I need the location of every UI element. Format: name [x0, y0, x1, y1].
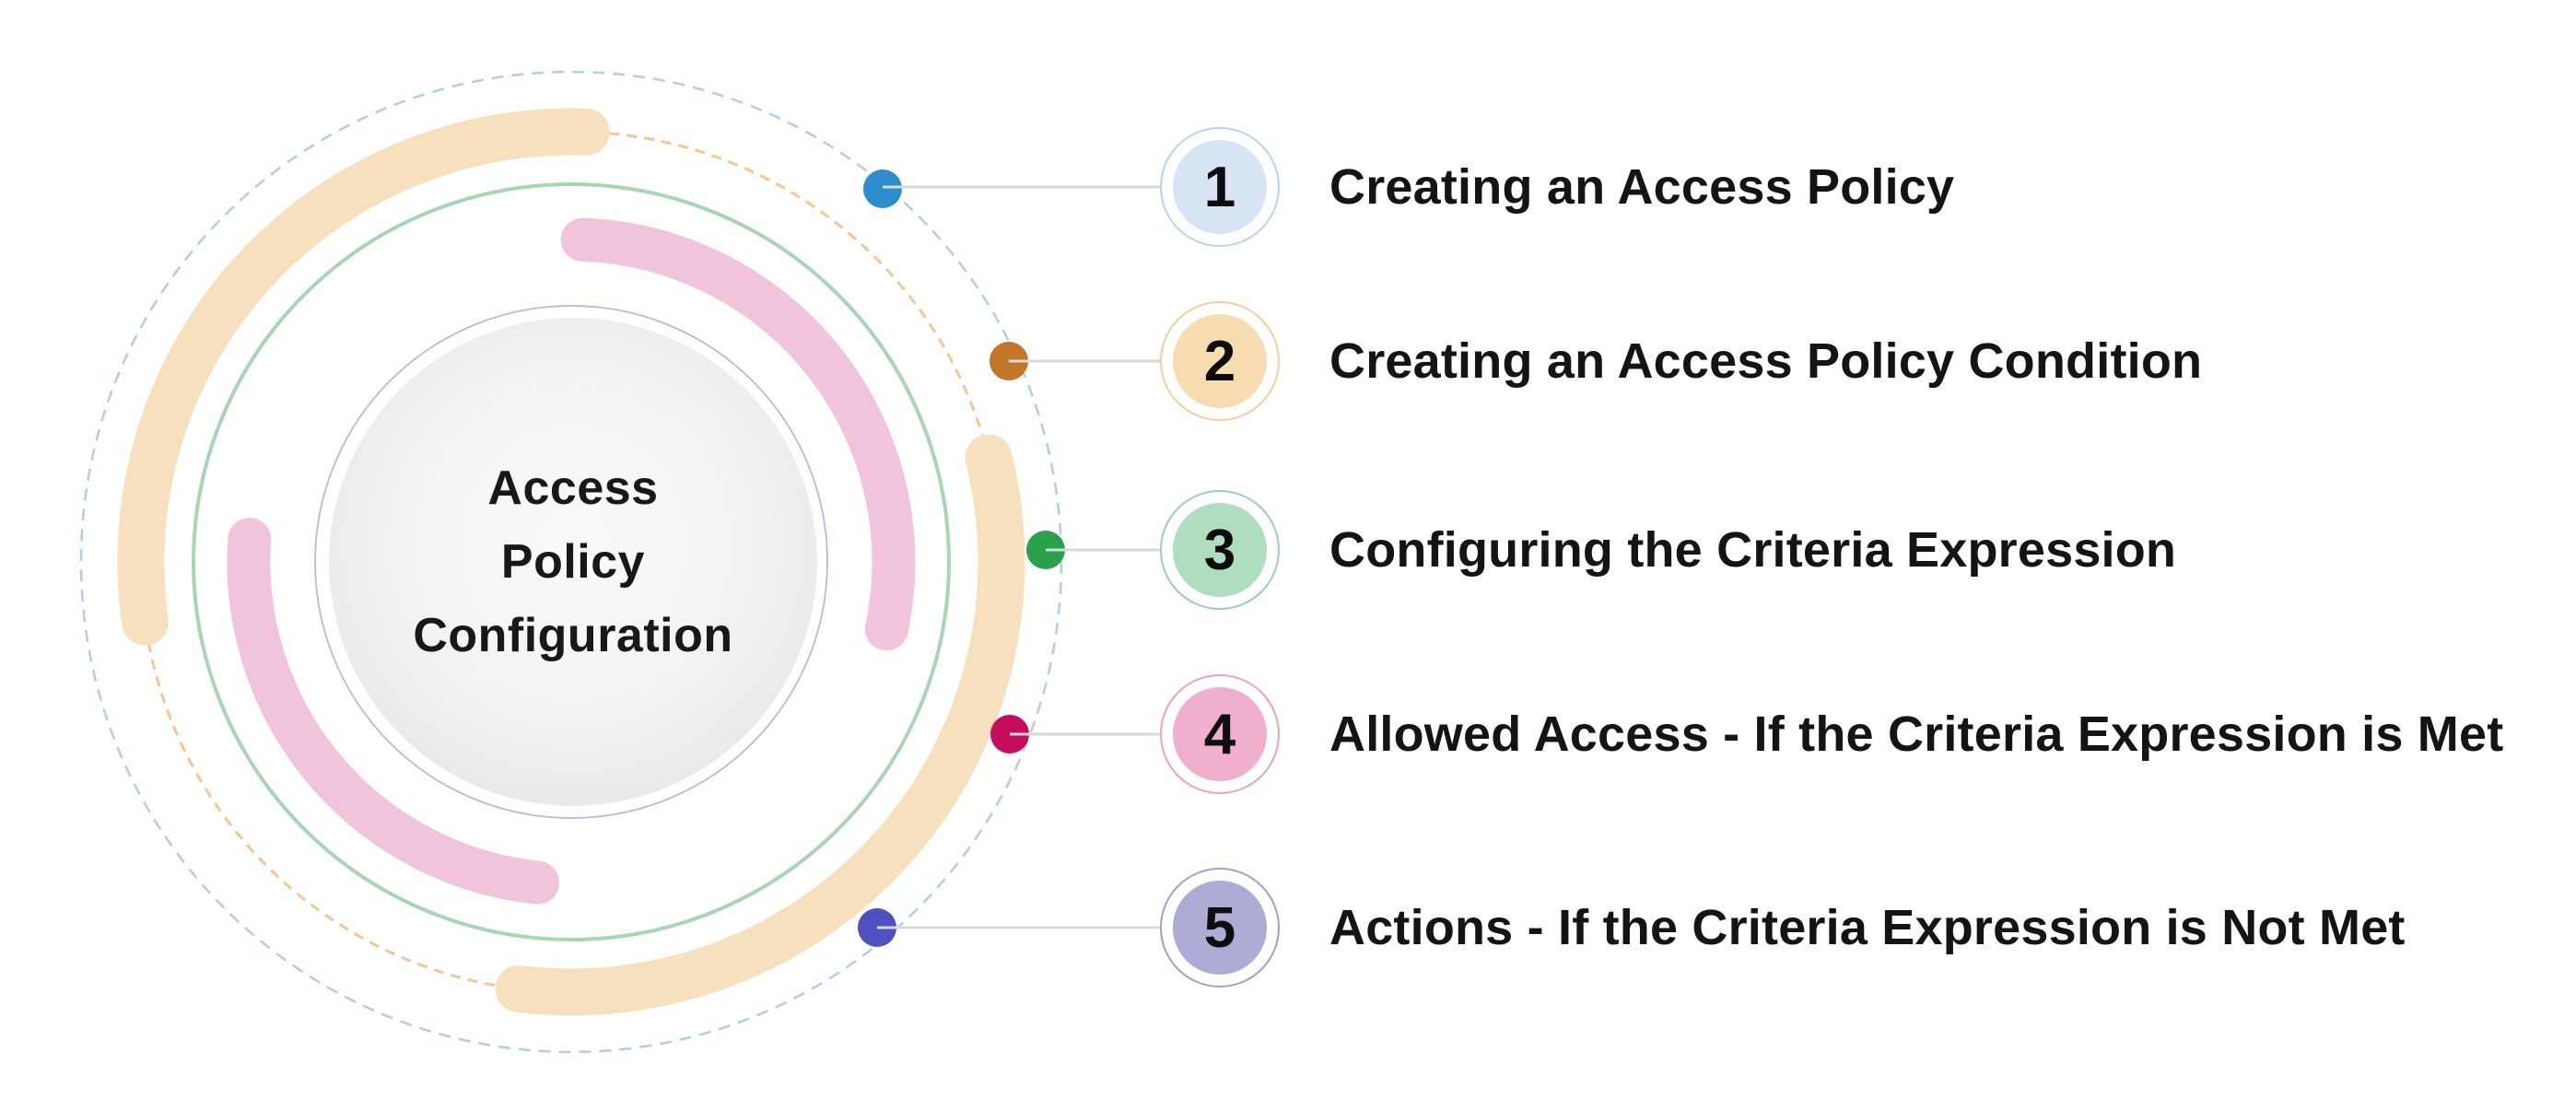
- step-number-circle-5: 5: [1160, 868, 1280, 987]
- step-number-circle-2: 2: [1160, 301, 1280, 421]
- connector-line-1: [883, 185, 1160, 189]
- step-number-3: 3: [1203, 518, 1236, 582]
- green-ring: [192, 182, 951, 941]
- step-number-fill-3: 3: [1173, 503, 1267, 597]
- step-number-4: 4: [1203, 702, 1236, 766]
- step-dot-1: [863, 169, 902, 208]
- step-number-fill-1: 1: [1173, 140, 1267, 234]
- step-number-1: 1: [1203, 155, 1236, 219]
- center-title-line: Policy: [500, 535, 646, 589]
- step-label-2: Creating an Access Policy Condition: [1329, 333, 2203, 389]
- step-number-fill-4: 4: [1173, 687, 1267, 781]
- step-number-2: 2: [1203, 329, 1236, 393]
- pink-arc-bottom-left: [227, 518, 559, 905]
- lavender-ring: [314, 305, 828, 819]
- center-title-line: Access: [487, 462, 659, 515]
- connector-line-5: [877, 926, 1160, 929]
- step-number-circle-4: 4: [1160, 674, 1280, 794]
- pink-arc-top-right: [560, 217, 916, 651]
- step-label-4: Allowed Access - If the Criteria Express…: [1329, 707, 2504, 762]
- center-circle: Access Policy Configuration: [329, 318, 817, 806]
- step-label-1: Creating an Access Policy: [1329, 159, 1955, 215]
- step-number-circle-1: 1: [1160, 127, 1280, 247]
- connector-line-3: [1046, 548, 1160, 552]
- outer-dashed-ring: [79, 70, 1063, 1054]
- step-number-fill-5: 5: [1173, 881, 1267, 975]
- center-title-line: Configuration: [413, 609, 733, 662]
- peach-arc-bottom-right: [495, 434, 1025, 1016]
- step-number-circle-3: 3: [1160, 490, 1280, 610]
- connector-line-4: [1010, 732, 1160, 736]
- peach-arc-top-left: [117, 108, 610, 646]
- connector-line-2: [1009, 359, 1160, 363]
- step-label-5: Actions - If the Criteria Expression is …: [1329, 900, 2406, 955]
- step-label-3: Configuring the Criteria Expression: [1329, 522, 2177, 578]
- step-number-fill-2: 2: [1173, 314, 1267, 408]
- step-number-5: 5: [1203, 895, 1236, 960]
